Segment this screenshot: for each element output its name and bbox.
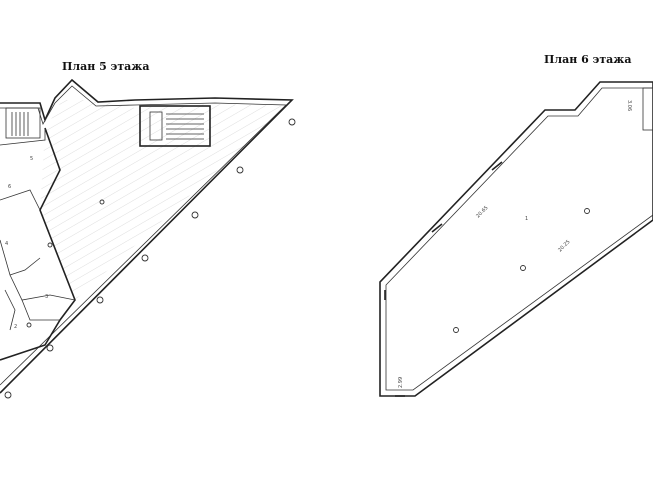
floor-5-partition-2 — [0, 239, 41, 276]
floor-5-partition-5 — [4, 289, 16, 331]
floor-5-room-label: 3 — [45, 294, 48, 300]
floor-6-plan-title: План 6 этажа — [544, 53, 632, 66]
floor-5-outer-wall — [0, 78, 294, 394]
floor-5-stair-left — [5, 107, 41, 139]
floor-5-partition-3 — [9, 274, 76, 301]
floor-6-window-marks — [384, 161, 503, 397]
floor-6-dimension-label: 20.25 — [557, 239, 571, 253]
floor-6-room-label: 1 — [525, 216, 528, 222]
floor-6-small-room — [642, 87, 653, 131]
floor-5-hatched-area — [40, 100, 288, 300]
floor-5-plan: 5 6 4 3 2 — [0, 78, 296, 399]
floor-6-plan: 1 20.65 20.25 3.06 2.99 — [379, 81, 653, 397]
floor-6-outer-wall — [379, 81, 653, 397]
floor-5-partition-4 — [21, 299, 60, 321]
floor-5-room-label: 2 — [14, 324, 17, 330]
floor-5-stair-right — [139, 105, 211, 147]
floor-5-partition — [0, 189, 41, 211]
floor-5-outer-wall-inner — [0, 85, 287, 386]
floor-5-room-label: 6 — [8, 184, 11, 190]
floor-6-columns — [453, 208, 590, 333]
floor-5-room-label: 5 — [30, 156, 33, 162]
floor-6-dimension-label: 2.99 — [398, 377, 404, 388]
floor-6-inner-wall — [385, 87, 653, 391]
floor-6-dimension-label: 3.06 — [626, 100, 632, 111]
floor-5-room-label: 4 — [5, 241, 8, 247]
floor-6-dimension-label: 20.65 — [475, 205, 489, 219]
floor-5-inner-wall-2 — [0, 128, 46, 146]
floor-5-columns — [4, 118, 296, 399]
floor-5-plan-title: План 5 этажа — [62, 60, 150, 73]
